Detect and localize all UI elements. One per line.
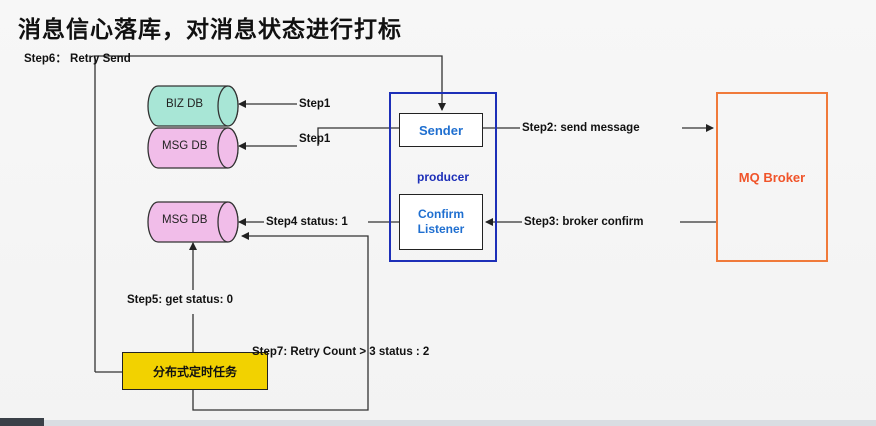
step2-label: Step2: send message — [522, 122, 640, 134]
step1-msg-label: Step1 — [299, 133, 331, 145]
confirm-line1: Confirm — [418, 207, 464, 221]
step1-biz-label: Step1 — [299, 98, 331, 110]
step6-retry-arrow — [94, 55, 446, 372]
step5-label: Step5: get status: 0 — [127, 294, 234, 306]
msg-db-bottom-cylinder — [147, 201, 239, 243]
step4-label: Step4 status: 1 — [266, 216, 348, 228]
mq-broker-node: MQ Broker — [716, 92, 828, 262]
bottom-bar — [0, 420, 876, 426]
page-title: 消息信心落库，对消息状态进行打标 — [18, 17, 402, 43]
msg-db-bottom-label: MSG DB — [162, 214, 208, 226]
scheduled-task-node: 分布式定时任务 — [122, 352, 268, 390]
biz-db-label: BIZ DB — [166, 98, 204, 110]
bottom-corner-block — [0, 418, 44, 426]
biz-db-cylinder — [147, 85, 239, 127]
producer-label: producer — [416, 170, 469, 184]
sender-to-db-line — [317, 127, 399, 146]
confirm-listener-node: Confirm Listener — [399, 194, 483, 250]
step3-label: Step3: broker confirm — [524, 216, 644, 228]
step6-label: Step6： Retry Send — [24, 53, 131, 65]
step7-loop-arrow — [192, 232, 369, 411]
msg-db-top-cylinder — [147, 127, 239, 169]
step7-label: Step7: Retry Count > 3 status : 2 — [252, 346, 430, 358]
producer-frame — [389, 92, 497, 262]
sender-node: Sender — [399, 113, 483, 147]
confirm-line2: Listener — [417, 222, 465, 236]
msg-db-top-label: MSG DB — [162, 140, 208, 152]
